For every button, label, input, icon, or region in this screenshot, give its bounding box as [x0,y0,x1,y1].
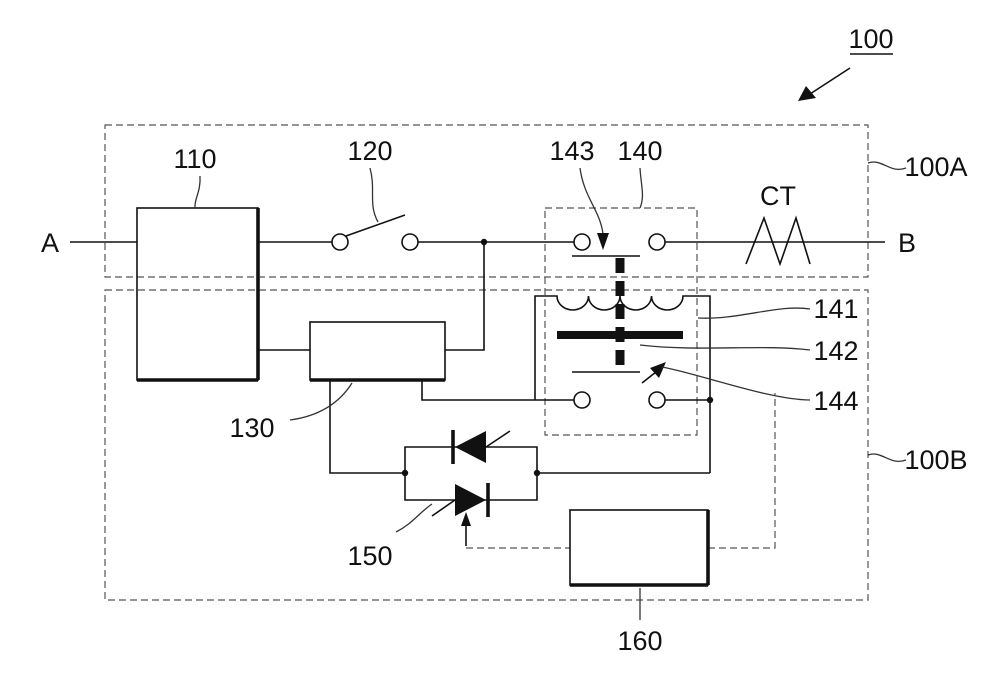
control-line-to-sense [708,393,775,548]
junction-dot-150-left [402,470,408,476]
component-120-label: 120 [347,136,392,166]
component-130-leader [290,383,352,420]
wire-130-to-144 [422,380,574,400]
contact-144-terminal-left [574,392,590,408]
contact-143-arrow-head [597,233,609,250]
region-upper-label: 100A [904,152,967,182]
region-lower-leader [868,454,906,461]
component-130-label: 130 [229,413,274,443]
coil-141 [535,296,710,473]
component-160-label: 160 [617,626,662,656]
component-110-box [137,208,258,380]
contact-143-terminal-left [574,234,590,250]
contact-143-terminal-right [649,234,665,250]
component-140-leader [640,168,642,208]
component-130-box [310,322,445,380]
component-142-leader [640,345,810,350]
region-lower-label: 100B [904,445,967,475]
component-141-leader [698,308,810,318]
contact-144-arrow-shaft [642,372,656,383]
figure-arrow-shaft [810,68,850,94]
component-150-leader [396,504,432,532]
component-160-box [570,510,708,585]
region-upper-box [105,125,868,277]
region-upper-leader [868,162,906,169]
component-143-label: 143 [549,136,594,166]
thyristor-top-triangle [455,431,486,463]
junction-dot-144 [707,397,713,403]
component-150-label: 150 [347,541,392,571]
component-110-label: 110 [173,144,216,174]
wire-130-to-main [445,242,484,350]
component-144-leader [662,367,810,400]
switch-120-terminal-right [402,234,418,250]
component-140-label: 140 [617,136,662,166]
thyristor-bottom-gate [432,500,455,516]
terminal-a-label: A [41,228,59,258]
wire-130-to-150 [330,380,405,473]
component-142-label: 142 [813,336,858,366]
component-110-leader [195,176,200,208]
contact-144-terminal-right [649,392,665,408]
thyristor-top-gate [486,431,510,447]
thyristor-bottom-triangle [455,484,486,516]
component-143-leader [580,168,603,234]
figure-arrow-head [798,86,816,101]
ct-label: CT [760,181,796,211]
component-141-label: 141 [813,294,858,324]
component-120-leader [370,168,378,222]
switch-120-terminal-left [332,234,348,250]
ct-zigzag [746,218,810,264]
figure-label: 100 [848,24,893,54]
gate-arrow-head [461,512,471,526]
armature-142 [557,331,683,339]
component-144-label: 144 [813,386,858,416]
terminal-b-label: B [898,228,916,258]
region-lower-box [105,290,868,600]
